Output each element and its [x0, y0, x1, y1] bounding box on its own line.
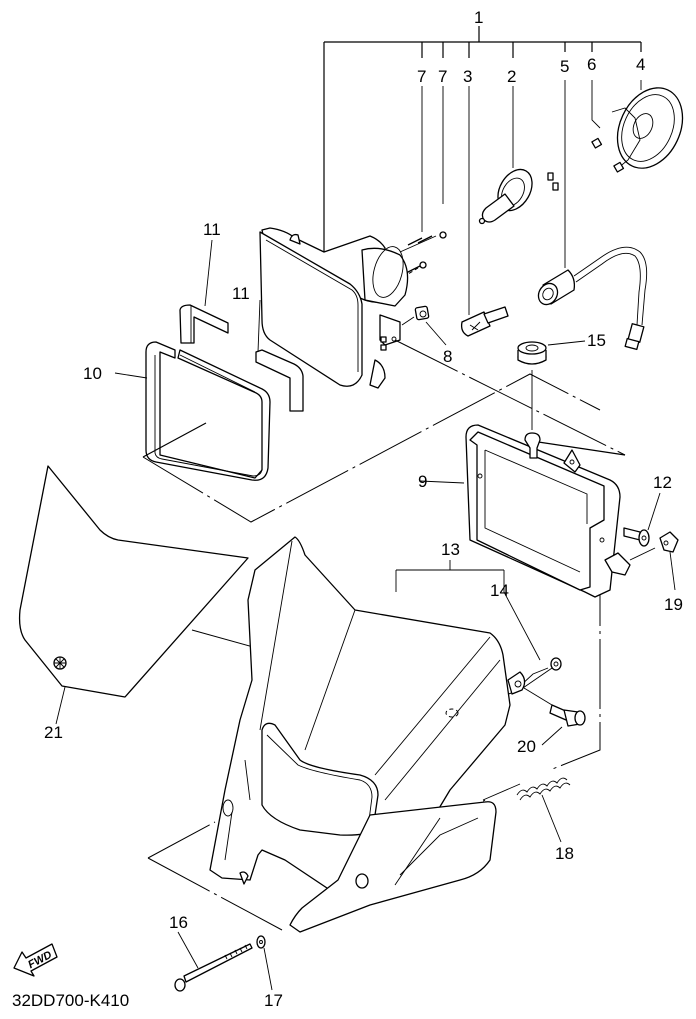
- part-seal-frame: [114, 341, 271, 481]
- callout-14: 14: [490, 581, 509, 600]
- callout-20: 20: [517, 737, 536, 756]
- part-nut: [401, 305, 447, 346]
- callout-5: 5: [560, 57, 569, 76]
- part-grommet: [517, 340, 586, 365]
- part-spring: [516, 777, 571, 843]
- part-number-plate: [18, 465, 249, 725]
- callout-11b: 11: [232, 284, 250, 303]
- part-auxiliary-bulb: [460, 306, 509, 337]
- callout-18: 18: [555, 844, 574, 863]
- fwd-label: FWD: [26, 949, 54, 971]
- callout-19: 19: [664, 595, 683, 614]
- part-bolt: [623, 492, 661, 547]
- part-bulb-cover: [591, 87, 684, 173]
- callout-labels: 1 2 3 4 5 6 7 7 8 9 10 11 11 12 13 14 15…: [44, 8, 683, 1010]
- part-headlight-fairing: [209, 536, 526, 891]
- part-socket-cord: [537, 246, 648, 351]
- callout-17: 17: [264, 991, 283, 1010]
- part-seal-strip-lower: [255, 299, 304, 412]
- callout-bracket-1: [323, 26, 642, 315]
- callout-16: 16: [169, 913, 188, 932]
- callout-10: 10: [83, 364, 102, 383]
- part-headlight-unit: [259, 227, 409, 389]
- callout-1: 1: [474, 8, 483, 27]
- part-seal-strip-upper: [179, 239, 229, 344]
- diagram-code: 32DD700-K410: [12, 991, 129, 1010]
- callout-8: 8: [443, 347, 452, 366]
- part-headlight-bracket: [419, 424, 631, 598]
- part-washer: [395, 560, 562, 671]
- callout-7a: 7: [417, 67, 426, 86]
- callout-13: 13: [441, 540, 460, 559]
- part-collar-bolt: [523, 687, 586, 746]
- callout-7b: 7: [438, 67, 447, 86]
- callout-11a: 11: [203, 220, 221, 239]
- callout-9: 9: [418, 472, 427, 491]
- part-clip: [659, 531, 679, 591]
- callout-6: 6: [587, 55, 596, 74]
- part-lower-cowl: [289, 801, 497, 933]
- callout-21: 21: [44, 723, 63, 742]
- part-long-bolt: [174, 931, 253, 992]
- part-headlight-bulb: [478, 168, 559, 225]
- part-washer-small: [256, 935, 273, 991]
- callout-15: 15: [587, 331, 606, 350]
- callout-3: 3: [463, 67, 472, 86]
- callout-4: 4: [636, 55, 645, 74]
- fwd-arrow-icon: FWD: [13, 943, 58, 977]
- callout-2: 2: [507, 67, 516, 86]
- callout-12: 12: [653, 473, 672, 492]
